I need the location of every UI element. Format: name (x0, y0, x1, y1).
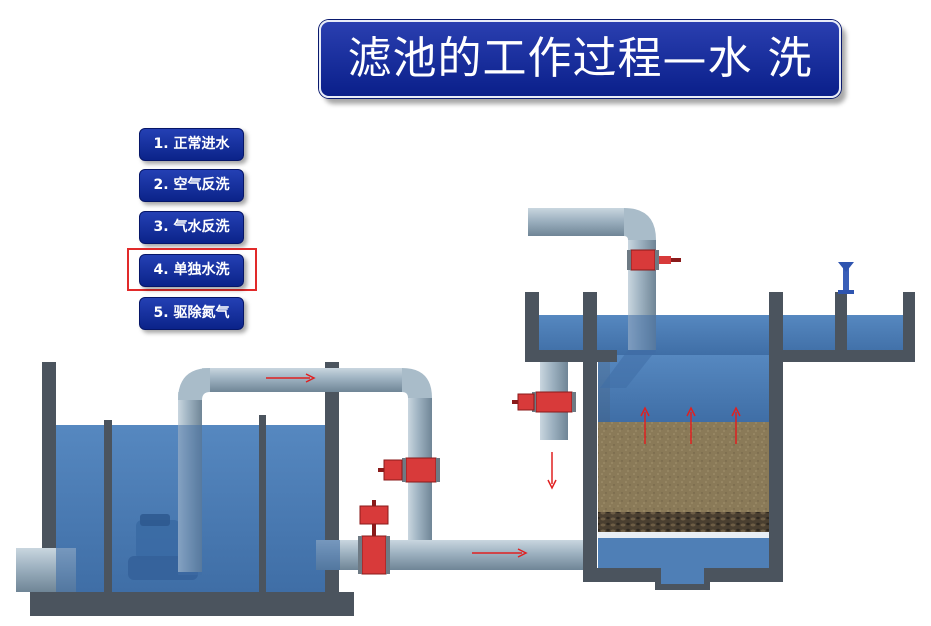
level-sensor-icon (838, 262, 854, 294)
valve-discharge-pipe[interactable] (378, 457, 440, 483)
flow-arrow-top-pipe (266, 373, 316, 383)
left-tank-wall-right (325, 362, 339, 594)
main-inlet-pipe (316, 540, 586, 570)
gravel-support-layer (598, 512, 770, 532)
flow-arrow-main-line (472, 548, 528, 558)
valve-drain (535, 391, 573, 413)
left-tank-floor (30, 592, 354, 616)
valve-top-inlet (630, 249, 656, 271)
step-button-4-water-wash-only[interactable]: 4. 单独水洗 (139, 254, 244, 287)
step-button-1-normal-inflow[interactable]: 1. 正常进水 (139, 128, 244, 161)
flow-arrow-up-2 (686, 406, 696, 444)
flow-arrow-drain-down (547, 452, 557, 490)
selected-step-highlight (127, 248, 257, 291)
top-inlet-pipe (528, 208, 681, 388)
left-tank-baffle-2 (259, 415, 266, 592)
left-tank-wall-left (42, 362, 56, 594)
flow-arrow-up-3 (731, 406, 741, 444)
step-button-2-air-backwash[interactable]: 2. 空气反洗 (139, 169, 244, 202)
filter-tank (525, 292, 915, 590)
sand-filter-layer (598, 422, 770, 512)
flow-arrows (266, 373, 741, 558)
page-title: 滤池的工作过程—水 洗 (319, 20, 841, 98)
step-button-3-air-water-backwash[interactable]: 3. 气水反洗 (139, 211, 244, 244)
valve-main-line[interactable] (358, 500, 390, 575)
backwash-drain-pipe (512, 362, 576, 440)
step-button-5-remove-nitrogen[interactable]: 5. 驱除氮气 (139, 297, 244, 330)
flow-arrow-up-1 (640, 406, 650, 444)
left-tank-baffle-1 (104, 420, 112, 592)
